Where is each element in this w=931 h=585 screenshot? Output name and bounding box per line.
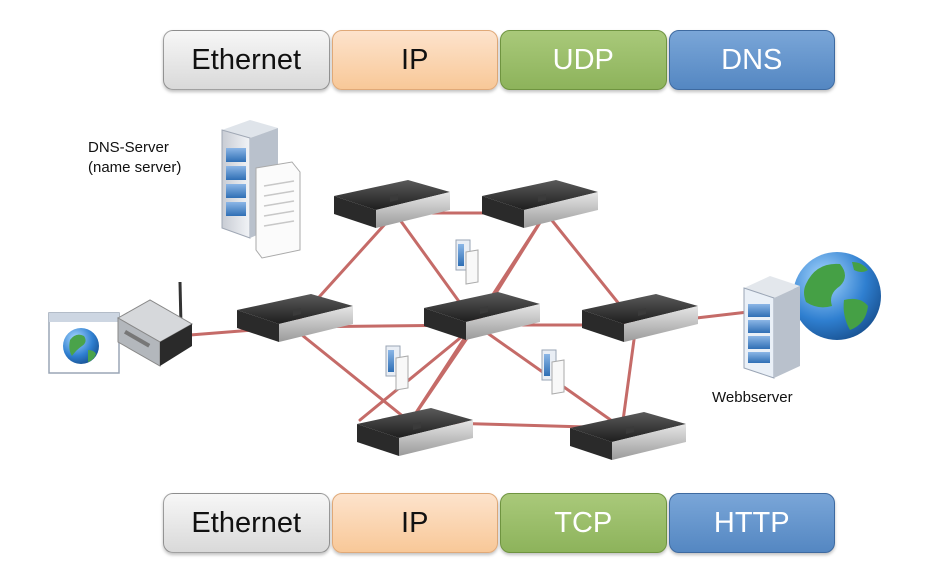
browser-window-icon bbox=[48, 312, 120, 374]
switch-icon bbox=[582, 294, 698, 342]
switch-icon bbox=[424, 292, 540, 340]
switch-icon bbox=[482, 180, 598, 228]
server-icon bbox=[455, 239, 479, 285]
dns-server-icon bbox=[221, 120, 301, 259]
webserver-label: Webbserver bbox=[712, 389, 793, 406]
layer-dns: DNS bbox=[668, 30, 835, 90]
layer-tcp: TCP bbox=[500, 493, 667, 553]
server-icon bbox=[385, 345, 409, 391]
globe-icon bbox=[793, 252, 881, 340]
protocol-stack-http: Ethernet IP TCP HTTP bbox=[163, 493, 835, 553]
webserver-icon bbox=[743, 276, 800, 379]
layer-ip: IP bbox=[331, 30, 498, 90]
layer-udp: UDP bbox=[500, 30, 667, 90]
dns-server-label: DNS-Server (name server) bbox=[88, 138, 181, 178]
protocol-stack-dns: Ethernet IP UDP DNS bbox=[163, 30, 835, 90]
layer-ethernet: Ethernet bbox=[163, 493, 330, 553]
layer-ip: IP bbox=[331, 493, 498, 553]
dns-server-label-line2: (name server) bbox=[88, 159, 182, 176]
switch-icon bbox=[334, 180, 450, 228]
layer-ethernet: Ethernet bbox=[163, 30, 330, 90]
layer-http: HTTP bbox=[668, 493, 835, 553]
router-icon bbox=[116, 281, 194, 367]
switch-icon bbox=[357, 408, 473, 456]
switch-icon bbox=[570, 412, 686, 460]
dns-server-label-line1: DNS-Server bbox=[88, 139, 169, 156]
switch-icon bbox=[237, 294, 353, 342]
server-icon bbox=[541, 349, 565, 395]
